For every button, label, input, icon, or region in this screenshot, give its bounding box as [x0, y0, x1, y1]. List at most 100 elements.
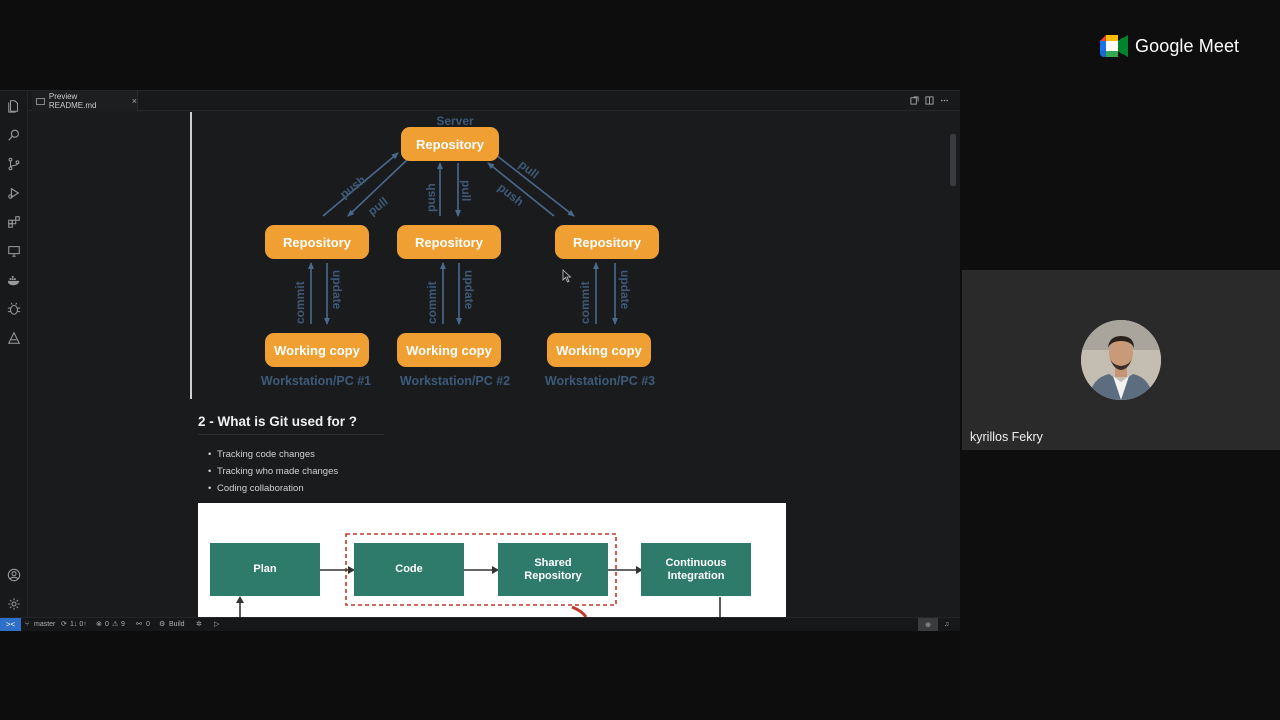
list-item: Tracking code changes	[208, 446, 338, 463]
meet-camera-icon	[1100, 35, 1128, 57]
error-count[interactable]: 0	[105, 621, 109, 628]
branch-name[interactable]: master	[34, 621, 56, 628]
local-repository-label: Repository	[415, 235, 484, 250]
vertical-scrollbar[interactable]	[950, 134, 956, 186]
warning-count[interactable]: 9	[121, 621, 125, 628]
vscode-window: Preview README.md × Ser	[0, 90, 960, 631]
open-source-icon[interactable]	[909, 95, 920, 106]
editor-tab-bar: Preview README.md ×	[28, 91, 960, 111]
server-repository-box	[401, 127, 499, 161]
ports-count[interactable]: 0	[146, 621, 150, 628]
push-label: push	[495, 180, 526, 209]
workstation-label: Workstation/PC #2	[400, 374, 510, 388]
update-label: update	[462, 270, 476, 310]
participant-tile[interactable]: kyrillos Fekry	[962, 270, 1280, 450]
screen-share: Preview README.md × Ser	[0, 0, 960, 720]
participant-name: kyrillos Fekry	[970, 430, 1043, 444]
shared-repository-label-line1: Shared	[534, 556, 572, 569]
run-debug-icon[interactable]	[6, 185, 22, 201]
pull-label: pull	[516, 157, 541, 181]
branch-icon: ⑂	[25, 621, 30, 628]
source-control-icon[interactable]	[6, 156, 22, 172]
sync-arrows	[308, 152, 618, 325]
ci-label-line1: Continuous	[665, 556, 727, 569]
explorer-icon[interactable]	[6, 98, 22, 114]
ports-icon: ⚯	[136, 621, 142, 628]
working-copy-box	[547, 333, 651, 367]
working-copy-label: Working copy	[406, 343, 492, 358]
working-copy-label: Working copy	[556, 343, 642, 358]
extensions-icon[interactable]	[6, 214, 22, 230]
commit-label: commit	[578, 281, 592, 324]
more-actions-icon[interactable]	[939, 95, 950, 106]
push-label: push	[337, 173, 368, 202]
docker-icon[interactable]	[6, 272, 22, 288]
update-label: update	[330, 270, 344, 310]
workstation-label: Workstation/PC #1	[261, 374, 371, 388]
devops-diagram-image: Plan Code Shared Repository Continuous I…	[198, 503, 786, 617]
remote-explorer-icon[interactable]	[6, 243, 22, 259]
meet-brand: Google Meet	[1135, 35, 1240, 56]
shared-repository-label-line2: Repository	[524, 569, 582, 582]
search-icon[interactable]	[6, 127, 22, 143]
account-icon[interactable]	[6, 567, 22, 583]
markdown-preview[interactable]: Server	[28, 112, 960, 617]
server-repository-label: Repository	[416, 137, 485, 152]
git-uses-list: Tracking code changes Tracking who made …	[208, 446, 338, 497]
plan-box: Plan	[210, 543, 320, 596]
code-box: Code	[354, 543, 464, 596]
deploy-icon[interactable]	[6, 330, 22, 346]
tab-label: Preview README.md	[48, 92, 97, 110]
run-icon[interactable]: ▷	[214, 621, 220, 628]
update-label: update	[618, 270, 632, 310]
sync-icon: ⟳	[61, 621, 67, 628]
push-label: push	[424, 183, 438, 212]
ci-label-line2: Integration	[667, 569, 725, 582]
bug-icon[interactable]	[6, 301, 22, 317]
pull-label: pull	[459, 180, 473, 201]
commit-label: commit	[425, 281, 439, 324]
tab-preview-readme[interactable]: Preview README.md ×	[32, 91, 138, 111]
settings-gear-icon[interactable]	[6, 596, 22, 612]
plan-label: Plan	[253, 563, 277, 575]
working-copy-box	[397, 333, 501, 367]
activity-bar	[0, 91, 28, 617]
zoom-icon[interactable]: ⊕	[918, 618, 938, 631]
section-heading: 2 - What is Git used for ?	[198, 414, 358, 429]
build-button[interactable]: Build	[169, 621, 185, 628]
split-editor-icon[interactable]	[924, 95, 935, 106]
git-workflow-diagram: Server	[261, 114, 659, 388]
debug-icon[interactable]: ✲	[196, 621, 202, 628]
status-bar: >< ⑂ master ⟳ 1↓ 0↑ ⊗ 0 ⚠ 9 ⚯ 0 ⚙ Build …	[0, 617, 960, 631]
notifications-bell-icon[interactable]: ♫	[944, 621, 950, 628]
google-meet-logo: Google Meet	[1100, 35, 1239, 57]
blockquote-bar	[190, 112, 192, 399]
remote-indicator-icon[interactable]: ><	[0, 618, 21, 631]
list-item: Tracking who made changes	[208, 463, 338, 480]
mouse-cursor-icon	[562, 269, 572, 283]
local-repository-box	[397, 225, 501, 259]
code-label: Code	[395, 563, 423, 575]
working-copy-box	[265, 333, 369, 367]
heading-divider	[198, 434, 384, 435]
sync-status[interactable]: 1↓ 0↑	[70, 621, 87, 628]
shared-repository-box: Shared Repository	[498, 543, 608, 596]
warning-icon: ⚠	[112, 621, 119, 628]
working-copy-label: Working copy	[274, 343, 360, 358]
list-item: Coding collaboration	[208, 480, 338, 497]
local-repository-box	[555, 225, 659, 259]
local-repository-label: Repository	[573, 235, 642, 250]
build-gear-icon: ⚙	[159, 621, 166, 628]
local-repository-label: Repository	[283, 235, 352, 250]
participant-avatar	[1081, 320, 1161, 400]
tab-close-icon[interactable]: ×	[131, 96, 137, 106]
preview-icon	[36, 97, 45, 105]
devops-arrows	[236, 533, 721, 617]
commit-label: commit	[293, 281, 307, 324]
server-label: Server	[436, 114, 474, 128]
error-icon: ⊗	[96, 621, 102, 628]
workstation-label: Workstation/PC #3	[545, 374, 655, 388]
continuous-integration-box: Continuous Integration	[641, 543, 751, 596]
local-repository-box	[265, 225, 369, 259]
pull-label: pull	[365, 194, 390, 218]
